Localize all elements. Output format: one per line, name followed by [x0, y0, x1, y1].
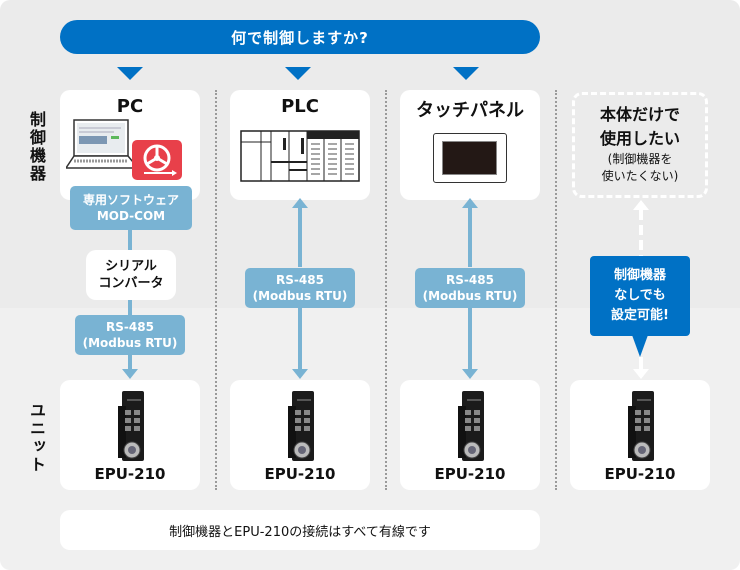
unit-card: EPU-210 [60, 380, 200, 490]
column-divider [385, 90, 387, 490]
protocol-line2: (Modbus RTU) [422, 289, 518, 303]
software-product: MOD-COM [96, 209, 166, 223]
subtitle-line1: (制御機器を [607, 152, 673, 166]
epu-device-icon [628, 391, 654, 461]
no-controller-callout: 制御機器 なしでも 設定可能! [590, 256, 690, 336]
protocol-label: RS-485 (Modbus RTU) [75, 315, 185, 355]
arrow-down-icon [285, 67, 311, 80]
card-title: タッチパネル [416, 100, 524, 121]
protocol-label: RS-485 (Modbus RTU) [415, 268, 525, 308]
dashed-connection-line [639, 210, 643, 258]
footer-note: 制御機器とEPU-210の接続はすべて有線です [169, 524, 431, 540]
card-title: PLC [281, 96, 319, 117]
question-text: 何で制御しますか? [231, 28, 369, 47]
unit-card: EPU-210 [400, 380, 540, 490]
column-divider [555, 90, 557, 490]
arrow-down-icon [462, 369, 478, 379]
arrow-up-icon [633, 200, 649, 210]
protocol-line1: RS-485 [446, 273, 494, 287]
epu-device-icon [458, 391, 484, 461]
controller-card-pc: PC [60, 90, 200, 200]
callout-line1: 制御機器 [613, 268, 666, 283]
footer-note-box: 制御機器とEPU-210の接続はすべて有線です [60, 510, 540, 550]
connection-line [298, 207, 302, 267]
protocol-label: RS-485 (Modbus RTU) [245, 268, 355, 308]
question-banner: 何で制御しますか? [60, 20, 540, 54]
unit-name: EPU-210 [434, 465, 506, 483]
arrow-down-icon [633, 369, 649, 379]
plc-icon [240, 130, 360, 182]
screen [442, 141, 497, 175]
callout-line2: なしでも [614, 288, 666, 303]
unit-card: EPU-210 [230, 380, 370, 490]
unit-name: EPU-210 [264, 465, 336, 483]
converter-label-line1: シリアル [105, 259, 157, 274]
connection-line [128, 230, 132, 252]
touch-panel-icon [433, 133, 507, 183]
column-divider [215, 90, 217, 490]
steering-icon [143, 144, 177, 176]
laptop-icon [66, 119, 140, 169]
connection-line [128, 300, 132, 316]
callout-line3: 設定可能! [611, 308, 669, 323]
epu-device-icon [118, 391, 144, 461]
mod-com-app-icon [132, 140, 182, 180]
arrow-up-icon [462, 198, 478, 208]
arrow-down-icon [117, 67, 143, 80]
controller-card-plc: PLC [230, 90, 370, 200]
protocol-line1: RS-485 [276, 273, 324, 287]
unit-card: EPU-210 [570, 380, 710, 490]
standalone-title: 本体だけで 使用したい [575, 103, 705, 151]
unit-name: EPU-210 [604, 465, 676, 483]
card-title: PC [116, 96, 144, 117]
dashed-connection-line [639, 357, 643, 369]
serial-converter-box: シリアル コンバータ [86, 250, 176, 300]
connection-line [128, 355, 132, 371]
arrow-down-icon [122, 369, 138, 379]
arrow-down-icon [292, 369, 308, 379]
connection-line [468, 207, 472, 267]
epu-device-icon [288, 391, 314, 461]
software-name: 専用ソフトウェア [82, 193, 179, 207]
protocol-line1: RS-485 [106, 320, 154, 334]
side-label-unit: ユニット [27, 402, 46, 474]
side-label-controllers: 制御機器 [27, 111, 46, 183]
title-line2: 使用したい [599, 129, 680, 148]
converter-label-line2: コンバータ [98, 276, 164, 291]
unit-name: EPU-210 [94, 465, 166, 483]
arrow-up-icon [292, 198, 308, 208]
connection-line [468, 308, 472, 371]
software-label: 専用ソフトウェア MOD-COM [70, 186, 192, 230]
protocol-line2: (Modbus RTU) [82, 336, 178, 350]
controller-card-touch-panel: タッチパネル [400, 90, 540, 200]
connection-line [298, 308, 302, 371]
subtitle-line2: 使いたくない) [601, 169, 679, 183]
protocol-line2: (Modbus RTU) [252, 289, 348, 303]
title-line1: 本体だけで [599, 105, 680, 124]
arrow-down-icon [453, 67, 479, 80]
standalone-subtitle: (制御機器を 使いたくない) [575, 151, 705, 185]
standalone-card: 本体だけで 使用したい (制御機器を 使いたくない) [572, 92, 708, 198]
callout-pointer [632, 335, 648, 357]
